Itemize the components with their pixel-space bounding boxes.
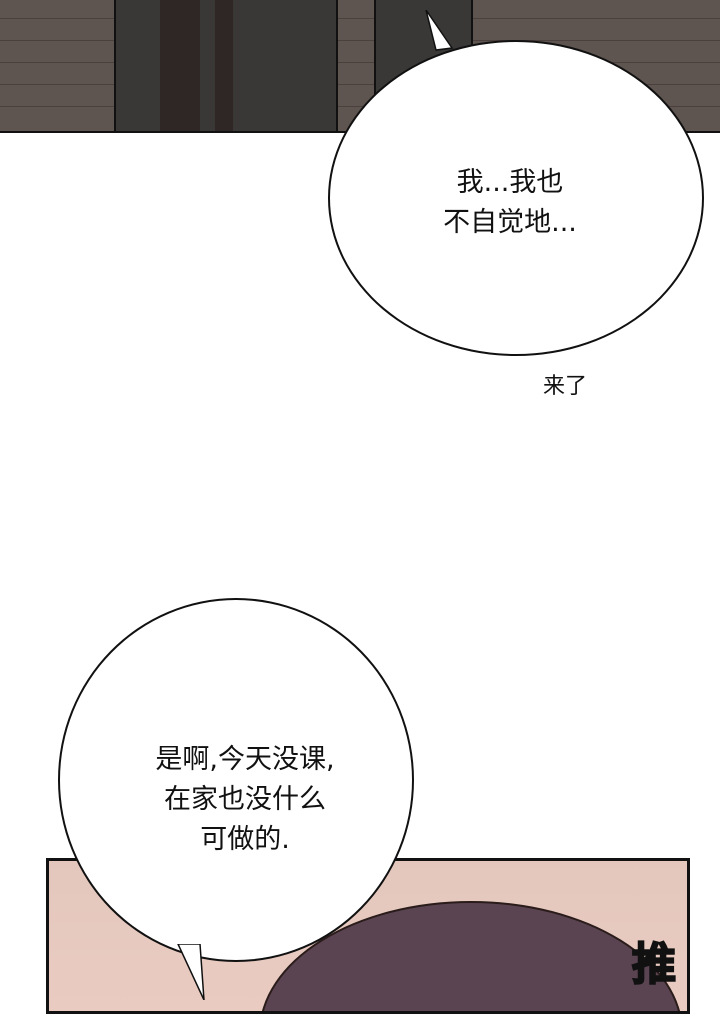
bubble-2-line-2: 在家也没什么 [164, 784, 326, 815]
bubble-1-line-2: 不自觉地... [443, 207, 577, 238]
bubble-2-line-3: 可做的. [200, 824, 290, 855]
coat-fold [215, 0, 233, 131]
bubble-1-text: 我...我也 不自觉地... [400, 163, 620, 243]
speech-bubble-1 [328, 40, 704, 356]
bubble-1-tail [425, 10, 454, 51]
bubble-2-line-1: 是啊,今天没课, [155, 744, 335, 775]
bubble-2-text: 是啊,今天没课, 在家也没什么 可做的. [120, 740, 370, 860]
sfx-push: 推 [631, 938, 677, 991]
bubble-1-line-1: 我...我也 [456, 167, 564, 198]
speech-bubble-2 [58, 598, 414, 962]
coat-fold [160, 0, 200, 131]
sfx-came: 来了 [543, 374, 588, 399]
bubble-2-tail [177, 944, 205, 1000]
